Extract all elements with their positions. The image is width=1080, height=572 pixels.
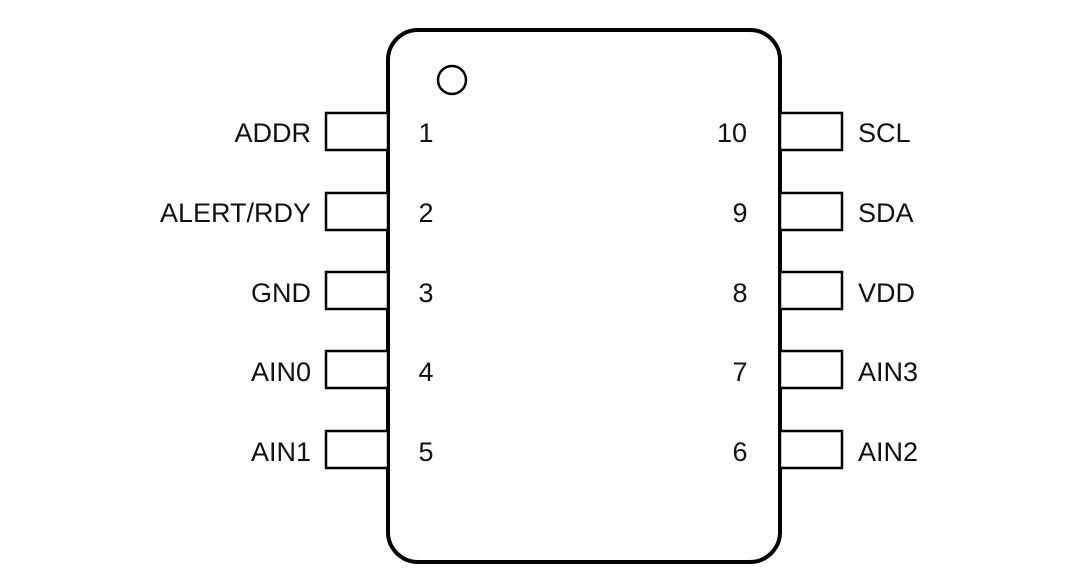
pin-number: 1 — [418, 118, 433, 148]
pin-name: VDD — [858, 278, 915, 308]
pin-name: AIN0 — [251, 357, 311, 387]
pin-name: SDA — [858, 198, 914, 228]
pin-name: ADDR — [234, 118, 311, 148]
pin-name: GND — [251, 278, 311, 308]
pin-number: 8 — [732, 278, 747, 308]
pin-lead — [324, 191, 390, 232]
pin1-indicator-icon — [436, 64, 468, 96]
pin-number: 10 — [717, 118, 747, 148]
pin-lead — [324, 270, 390, 311]
pin-lead — [778, 429, 844, 470]
pin-number: 7 — [732, 357, 747, 387]
pin-lead — [324, 349, 390, 390]
pin-name: AIN1 — [251, 437, 311, 467]
pin-lead — [778, 349, 844, 390]
pin-number: 5 — [418, 437, 433, 467]
left-pin-row: ADDR 1 ALERT/RDY 2 GND 3 AIN0 4 AIN1 5 — [160, 111, 434, 470]
pin-name: AIN3 — [858, 357, 918, 387]
pin-number: 4 — [418, 357, 433, 387]
pin-number: 6 — [732, 437, 747, 467]
pin-number: 3 — [418, 278, 433, 308]
pin-name: SCL — [858, 118, 911, 148]
pin-number: 9 — [732, 198, 747, 228]
pin-name: ALERT/RDY — [160, 198, 311, 228]
pin-lead — [778, 270, 844, 311]
pin-lead — [778, 111, 844, 152]
pin-name: AIN2 — [858, 437, 918, 467]
pin-lead — [324, 111, 390, 152]
pin-lead — [324, 429, 390, 470]
pin-number: 2 — [418, 198, 433, 228]
right-pin-row: SCL 10 SDA 9 VDD 8 AIN3 7 AIN2 6 — [717, 111, 918, 470]
pin-lead — [778, 191, 844, 232]
package-body — [386, 28, 782, 564]
